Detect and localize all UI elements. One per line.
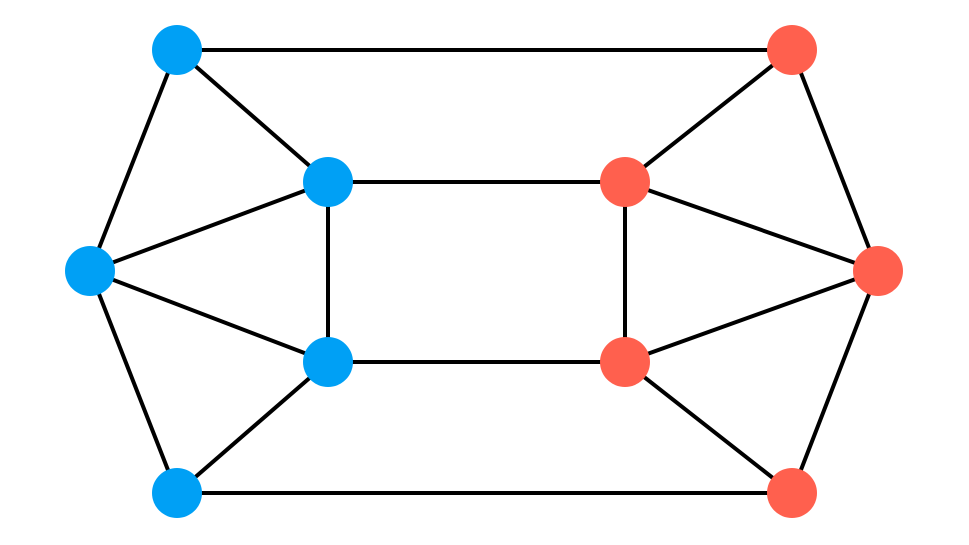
edge-b2-b3 <box>623 180 880 273</box>
edge-a3-a4 <box>88 269 330 364</box>
node-b3 <box>853 246 903 296</box>
node-a5 <box>152 468 202 518</box>
edge-b1-b2 <box>623 48 794 184</box>
node-a1 <box>152 25 202 75</box>
node-b2 <box>600 157 650 207</box>
edge-b3-b4 <box>623 269 880 364</box>
edge-a2-a3 <box>88 180 330 273</box>
edge-a1-a3 <box>88 48 179 273</box>
node-a3 <box>65 246 115 296</box>
edge-b3-b5 <box>790 269 880 495</box>
node-a4 <box>303 337 353 387</box>
edge-a3-a5 <box>88 269 179 495</box>
edges-layer <box>88 48 880 495</box>
edge-a4-a5 <box>175 360 330 495</box>
node-b1 <box>767 25 817 75</box>
node-b4 <box>600 337 650 387</box>
node-b5 <box>767 468 817 518</box>
edge-b4-b5 <box>623 360 794 495</box>
edge-a1-a2 <box>175 48 330 184</box>
edge-b1-b3 <box>790 48 880 273</box>
node-a2 <box>303 157 353 207</box>
nodes-layer <box>65 25 903 518</box>
